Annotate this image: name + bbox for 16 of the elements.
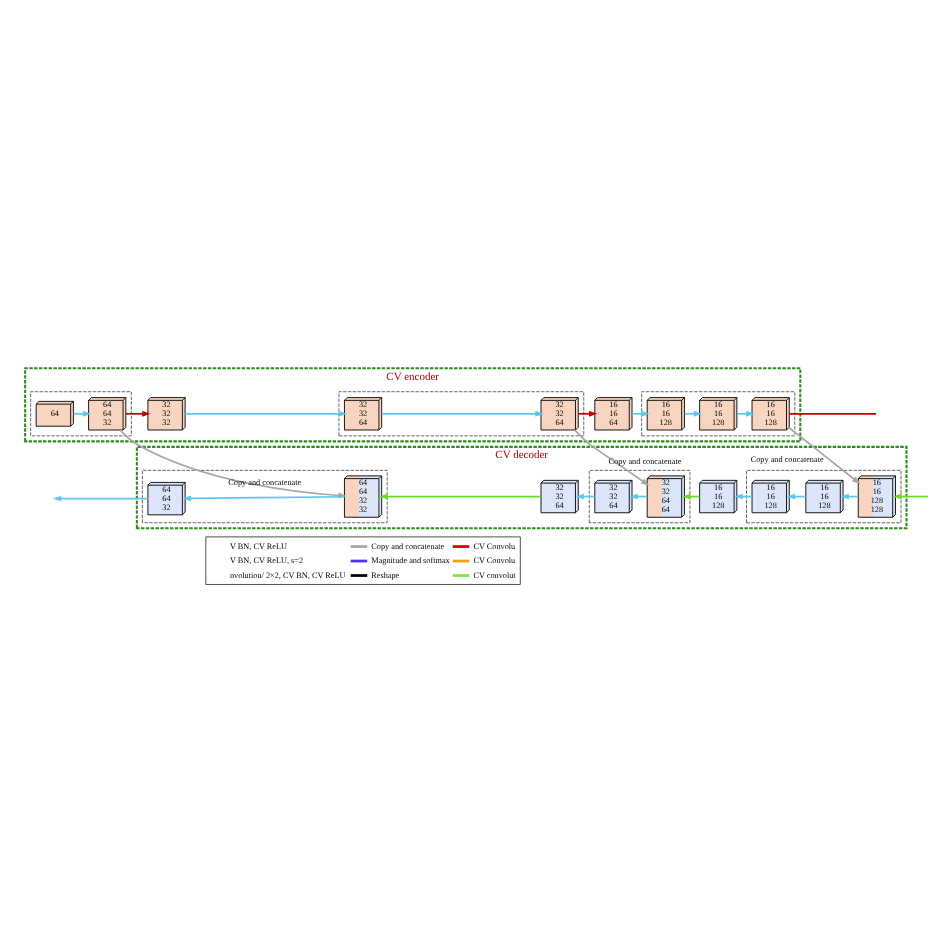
arrow (631, 409, 650, 416)
arrow (184, 409, 347, 416)
connector (788, 411, 877, 414)
arrow (379, 492, 542, 499)
arrow (52, 494, 149, 501)
arrow (380, 409, 544, 416)
arrow (182, 494, 346, 501)
arrow (573, 428, 650, 485)
arrow (577, 409, 598, 416)
arrow (125, 409, 151, 416)
arrow (788, 426, 861, 483)
cluster (30, 390, 132, 436)
arrow (736, 409, 755, 416)
arrow (683, 409, 703, 416)
arrow (893, 492, 929, 499)
arrow (72, 409, 92, 416)
